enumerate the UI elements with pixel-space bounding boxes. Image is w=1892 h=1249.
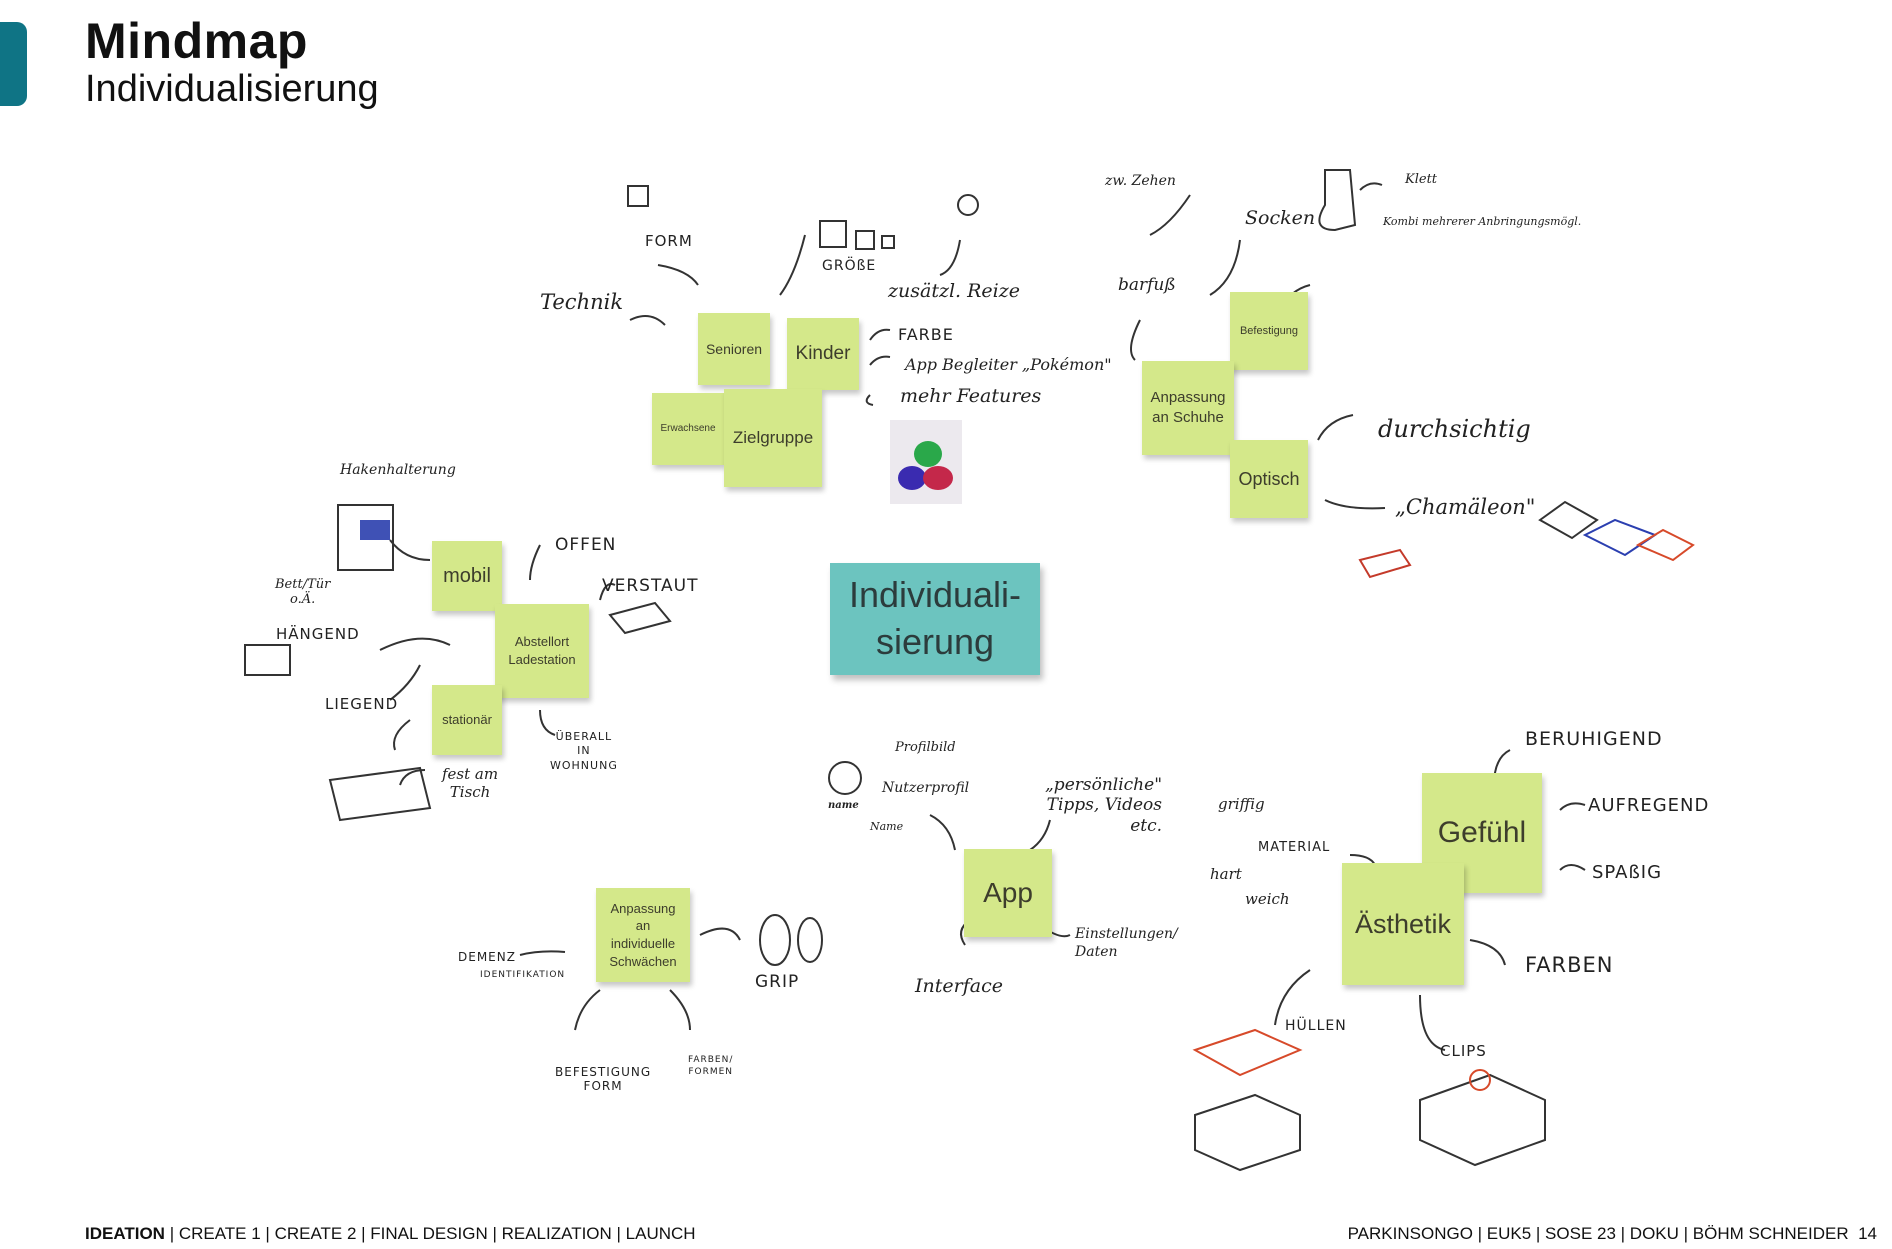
toy-figure [898,441,953,490]
label-hakenhalterung: Hakenhalterung [340,462,456,478]
footer-nav-active: IDEATION [85,1224,165,1243]
label-kombi: Kombi mehrerer Anbringungsmögl. [1383,215,1582,228]
label-material: MATERIAL [1258,840,1331,855]
footer-nav-rest: | CREATE 1 | CREATE 2 | FINAL DESIGN | R… [164,1224,696,1243]
note-mobil: mobil [432,541,502,611]
label-klett: Klett [1405,172,1438,187]
page-number: 14 [1858,1224,1877,1243]
label-app-begleiter: App Begleiter „Pokémon" [905,355,1112,374]
label-form: FORM [645,232,693,250]
label-griffig: griffig [1218,795,1265,813]
label-technik: Technik [540,290,624,314]
label-befestigung-form: BEFESTIGUNG FORM [555,1065,652,1094]
note-zielgruppe: Zielgruppe [724,389,822,487]
label-farben: FARBEN [1525,953,1614,977]
label-huellen: HÜLLEN [1285,1018,1347,1034]
label-farben-formen: FARBEN/ FORMEN [688,1055,734,1077]
label-fest-tisch: fest am Tisch [442,765,499,801]
label-bett-tuer: Bett/Tür o.Ä. [275,577,331,607]
footer-nav: IDEATION | CREATE 1 | CREATE 2 | FINAL D… [85,1224,696,1244]
label-nutzerprofil: Nutzerprofil [882,780,970,796]
label-weich: weich [1245,890,1290,908]
label-barfuss: barfuß [1118,275,1176,295]
label-tipps: „persönliche" Tipps, Videos etc. [1045,775,1163,836]
footer-meta: PARKINSONGO | EUK5 | SOSE 23 | DOKU | BÖ… [1347,1224,1877,1243]
label-chamaeleon: „Chamäleon" [1395,495,1536,519]
note-kinder: Kinder [787,318,859,390]
label-grip: GRIP [755,972,800,992]
label-zusaetzl-reize: zusätzl. Reize [888,280,1021,302]
accent-tab [0,22,27,106]
label-name: Name [870,820,904,833]
label-socken: Socken [1245,207,1316,229]
note-anpassung-schuhe: Anpassung an Schuhe [1142,361,1234,455]
label-verstaut: VERSTAUT [602,576,699,596]
note-abstellort: Abstellort Ladestation [495,604,589,698]
note-senioren: Senioren [698,313,770,385]
label-groesse: GRÖßE [822,258,877,274]
note-befestigung: Befestigung [1230,292,1308,370]
note-erwachsene: Erwachsene [652,393,724,465]
label-einstellungen: Einstellungen/ Daten [1075,926,1178,961]
label-clips: CLIPS [1440,1042,1487,1060]
label-spassig: SPAßIG [1592,862,1663,883]
label-ueberall: ÜBERALL IN WOHNUNG [550,730,618,772]
label-mehr-features: mehr Features [900,385,1042,407]
label-durchsichtig: durchsichtig [1378,415,1531,443]
label-offen: OFFEN [555,535,617,555]
label-identifikation: IDENTIFIKATION [480,970,566,980]
label-farbe: FARBE [898,325,954,344]
note-stationaer: stationär [432,685,502,755]
note-optisch: Optisch [1230,440,1308,518]
label-zw-zehen: zw. Zehen [1105,173,1176,189]
center-topic: Individuali- sierung [830,563,1040,675]
note-anpassung-schwaechen: Anpassung an individuelle Schwächen [596,888,690,982]
toy-image [890,420,962,504]
page-title: Mindmap [85,13,308,69]
label-liegend: LIEGEND [325,695,399,713]
note-aesthetik: Ästhetik [1342,863,1464,985]
page-subtitle: Individualisierung [85,68,379,110]
label-haengend: HÄNGEND [276,625,360,643]
note-app: App [964,849,1052,937]
label-profilbild: Profilbild [895,740,956,755]
label-beruhigend: BERUHIGEND [1525,728,1663,750]
label-aufregend: AUFREGEND [1588,795,1710,816]
label-interface: Interface [915,975,1003,997]
label-demenz: DEMENZ [458,950,516,964]
label-hart: hart [1210,865,1242,883]
label-name-icon: name [828,800,859,811]
